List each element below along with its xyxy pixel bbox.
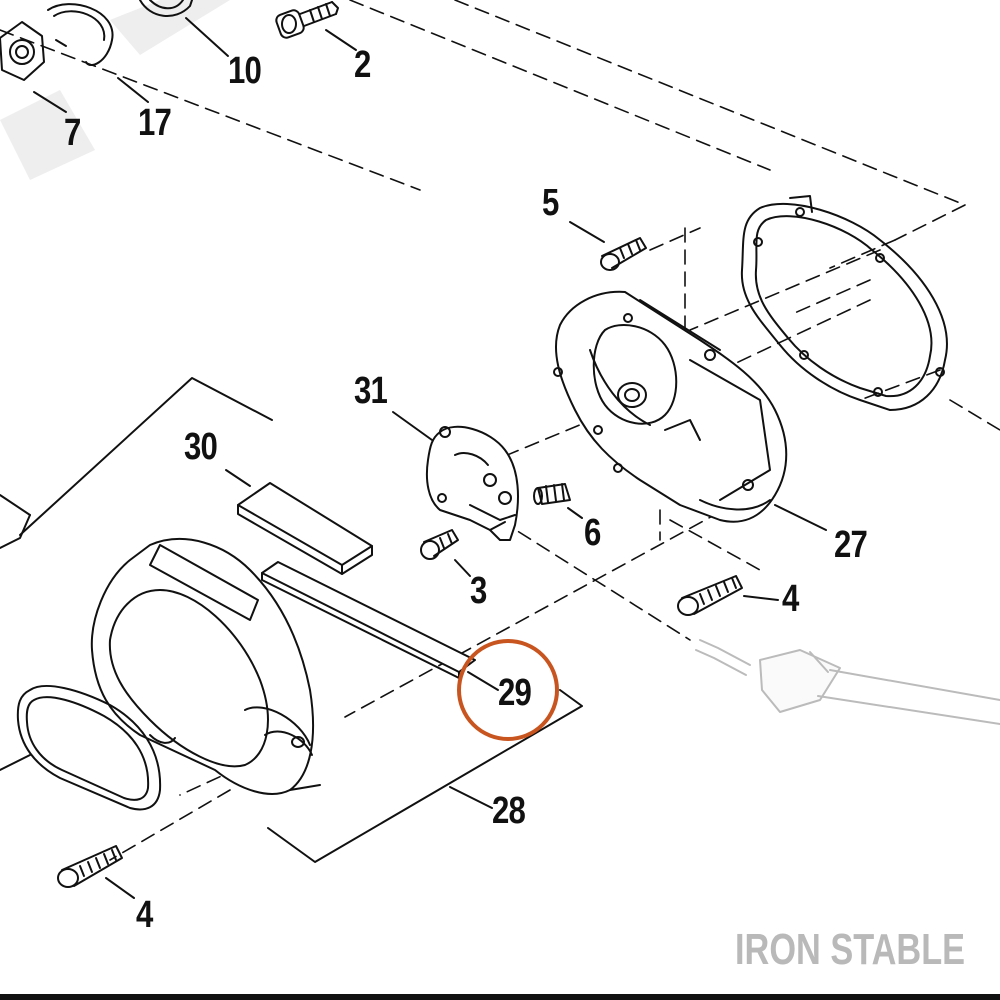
brand-watermark: IRON STABLE <box>735 925 966 974</box>
fitting-part-6 <box>533 483 571 505</box>
dashed-line <box>859 369 941 401</box>
background-band <box>0 90 95 180</box>
bolt-part-3 <box>420 529 459 560</box>
bottom-border <box>0 994 1000 1000</box>
dashed-line <box>789 279 871 316</box>
callout-10: 10 <box>228 50 262 92</box>
bracket-line <box>0 494 31 516</box>
bolt-part-2 <box>275 1 339 39</box>
gasket-outline <box>740 195 948 411</box>
outer-cover-part-28 <box>90 538 321 795</box>
dashed-line <box>349 0 771 171</box>
callout-6: 6 <box>584 512 601 554</box>
dashed-line <box>109 789 231 861</box>
bolt-part-4-right <box>677 575 743 616</box>
callout-28: 28 <box>492 790 526 832</box>
callout-31: 31 <box>354 370 388 412</box>
bolt-part-4-left <box>57 845 123 888</box>
leader-line <box>743 595 779 601</box>
leader-line <box>774 504 827 531</box>
bracket-line <box>0 754 31 771</box>
leader-line <box>117 77 149 103</box>
bearing-part-10 <box>139 0 193 18</box>
side-cover-part-27 <box>553 290 788 523</box>
background-band <box>110 0 230 55</box>
highlight-circle <box>457 639 559 741</box>
leader-line <box>569 221 605 243</box>
dashed-line <box>669 519 761 571</box>
callout-30: 30 <box>184 426 218 468</box>
dashed-line <box>894 204 966 241</box>
dashed-line <box>499 519 691 641</box>
clutch-cable <box>695 639 1000 725</box>
leader-line <box>33 91 67 113</box>
callout-4-right: 4 <box>782 578 799 620</box>
bolt-part-5 <box>600 237 647 271</box>
pad-part-30 <box>237 482 373 575</box>
dashed-line <box>454 0 966 206</box>
leader-line <box>105 877 135 899</box>
dashed-line <box>0 29 421 191</box>
dashed-line <box>689 249 881 331</box>
leader-line <box>185 17 229 57</box>
leader-line <box>325 29 357 51</box>
bracket-line <box>0 514 31 549</box>
bracket-line <box>267 689 583 863</box>
pad-part-29 <box>261 561 476 679</box>
nut-part-7 <box>0 21 45 81</box>
housing-part-31 <box>425 425 519 541</box>
dashed-line <box>949 399 1000 431</box>
callout-4-left: 4 <box>136 894 153 936</box>
callout-29: 29 <box>498 672 532 714</box>
leader-line <box>449 786 493 809</box>
callout-3: 3 <box>470 570 487 612</box>
bracket-line <box>19 377 273 536</box>
callout-17: 17 <box>138 102 172 144</box>
leader-line <box>467 671 499 691</box>
leader-line <box>225 469 251 487</box>
dashed-line <box>344 489 761 718</box>
callout-5: 5 <box>542 182 559 224</box>
leader-line <box>392 411 433 441</box>
snap-ring-part-17 <box>47 3 114 67</box>
leader-line <box>454 559 471 577</box>
leader-line <box>567 507 583 519</box>
callout-7: 7 <box>64 112 81 154</box>
dashed-line <box>649 227 701 251</box>
dashed-line <box>829 239 896 269</box>
callout-2: 2 <box>354 44 371 86</box>
callout-27: 27 <box>834 524 868 566</box>
o-ring-gasket <box>16 684 162 811</box>
